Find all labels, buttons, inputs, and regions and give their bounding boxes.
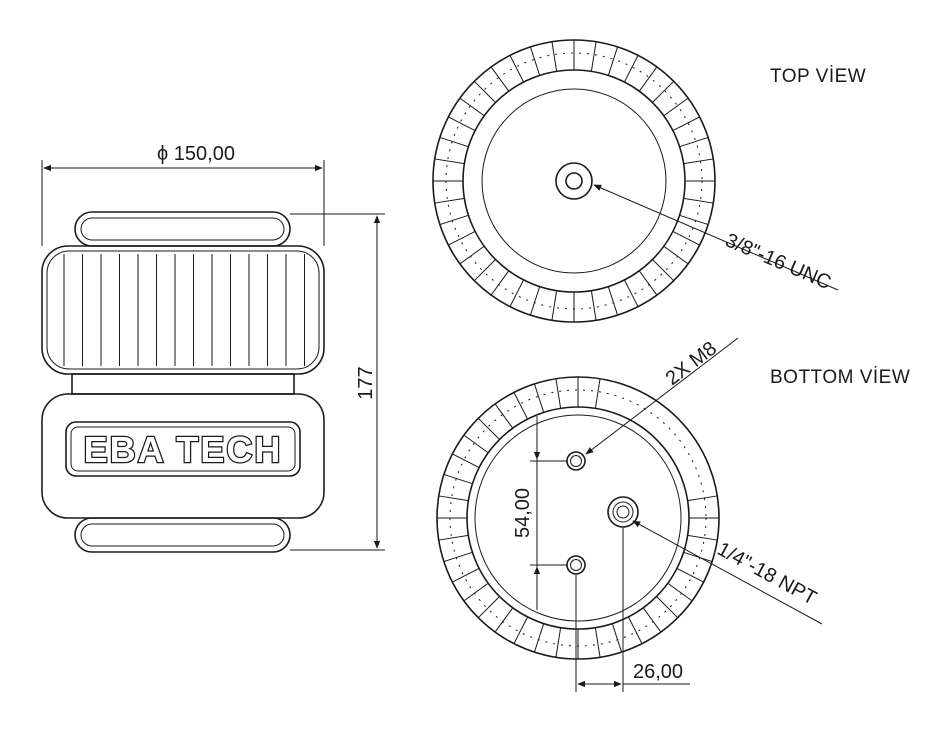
tread-notch <box>477 596 500 619</box>
tread-notch <box>638 270 658 296</box>
tread-notch <box>529 286 541 316</box>
tread-notch <box>594 378 601 409</box>
diameter-label: ϕ 150,00 <box>157 143 235 165</box>
tread-notch <box>590 290 597 321</box>
tread-notch <box>663 245 689 265</box>
tread-notch <box>594 627 601 658</box>
tread-notch <box>590 41 597 72</box>
tread-notch <box>452 453 480 469</box>
top-tread-notches <box>433 40 715 322</box>
tread-notch <box>434 158 465 165</box>
tread-notch <box>509 279 525 307</box>
tread-notch <box>679 136 709 148</box>
bolt-spacing-dimension: 54,00 <box>512 416 567 610</box>
tread-notch <box>452 567 480 583</box>
offset-label: 26,00 <box>633 661 683 683</box>
tread-notch <box>683 158 714 165</box>
top-stud <box>555 162 593 200</box>
tread-notch <box>663 97 689 117</box>
bottom-view: 2X M8 1/4"-18 NPT 54,00 26,00 BOTTOM VİE… <box>436 337 910 692</box>
tread-notch <box>494 607 514 633</box>
tread-notch <box>623 55 639 83</box>
air-port <box>607 496 639 528</box>
tread-notch <box>656 596 679 619</box>
tread-notch <box>607 46 619 76</box>
logo-plate <box>65 421 301 477</box>
waist-band <box>71 373 295 395</box>
bolt-spacing-label: 54,00 <box>512 488 534 538</box>
bolt-hole-lower <box>566 555 586 575</box>
tread-notch <box>611 623 623 653</box>
tread-notch <box>533 383 545 413</box>
tread-notch <box>439 214 469 226</box>
tread-notch <box>623 279 639 307</box>
height-label: 177 <box>355 366 377 399</box>
tread-notch <box>473 259 496 282</box>
tread-notch <box>667 582 693 602</box>
bolt-hole-upper <box>566 451 586 471</box>
tread-notch <box>439 136 469 148</box>
tread-notch <box>448 230 476 246</box>
top-thread-label: 3/8"-16 UNC <box>722 229 834 294</box>
tread-notch <box>529 46 541 76</box>
tread-notch <box>642 607 662 633</box>
top-ring <box>74 211 291 247</box>
tread-notch <box>438 495 469 502</box>
offset-dimension: 26,00 <box>575 528 690 692</box>
tread-notch <box>652 259 675 282</box>
bottom-ring <box>74 517 291 553</box>
tread-notch <box>533 623 545 653</box>
tread-notch <box>463 434 489 454</box>
tread-notch <box>490 66 510 92</box>
bellow-ribs <box>63 254 305 366</box>
tread-notch <box>459 245 485 265</box>
tread-notch <box>687 495 718 502</box>
top-view-title: TOP VİEW <box>770 66 866 87</box>
tread-notch <box>513 616 529 644</box>
tread-notch <box>683 197 714 204</box>
tread-notch <box>434 197 465 204</box>
tread-notch <box>443 473 473 485</box>
tread-notch <box>551 41 558 72</box>
tread-notch <box>509 55 525 83</box>
tread-notch <box>513 392 529 420</box>
tread-notch <box>459 97 485 117</box>
side-view: EBA TECH ϕ 150,00 177 <box>41 143 385 553</box>
tread-notch <box>638 66 658 92</box>
tread-notch <box>551 290 558 321</box>
tread-notch <box>443 551 473 563</box>
tread-notch <box>676 567 704 583</box>
tread-notch <box>490 270 510 296</box>
top-view: 3/8"-16 UNC TOP VİEW <box>432 39 866 323</box>
tread-notch <box>607 286 619 316</box>
tread-notch <box>652 80 675 103</box>
tread-notch <box>687 534 718 541</box>
tread-notch <box>438 534 469 541</box>
tread-notch <box>555 627 562 658</box>
tread-notch <box>672 116 700 132</box>
tread-notch <box>463 582 489 602</box>
bolts-label: 2X M8 <box>662 337 721 390</box>
tread-notch <box>683 551 713 563</box>
tread-notch <box>473 80 496 103</box>
height-dimension: 177 <box>290 213 385 551</box>
diameter-dimension: ϕ 150,00 <box>41 143 325 246</box>
upper-bellow <box>41 245 325 375</box>
tread-notch <box>494 403 514 429</box>
tread-notch <box>679 214 709 226</box>
tread-notch <box>555 378 562 409</box>
logo-text: EBA TECH <box>84 429 283 470</box>
tread-notch <box>672 230 700 246</box>
tread-notch <box>627 616 643 644</box>
bottom-tread-notches <box>437 377 719 659</box>
tread-notch <box>448 116 476 132</box>
tread-notch <box>477 417 500 440</box>
bottom-view-title: BOTTOM VİEW <box>770 367 910 388</box>
